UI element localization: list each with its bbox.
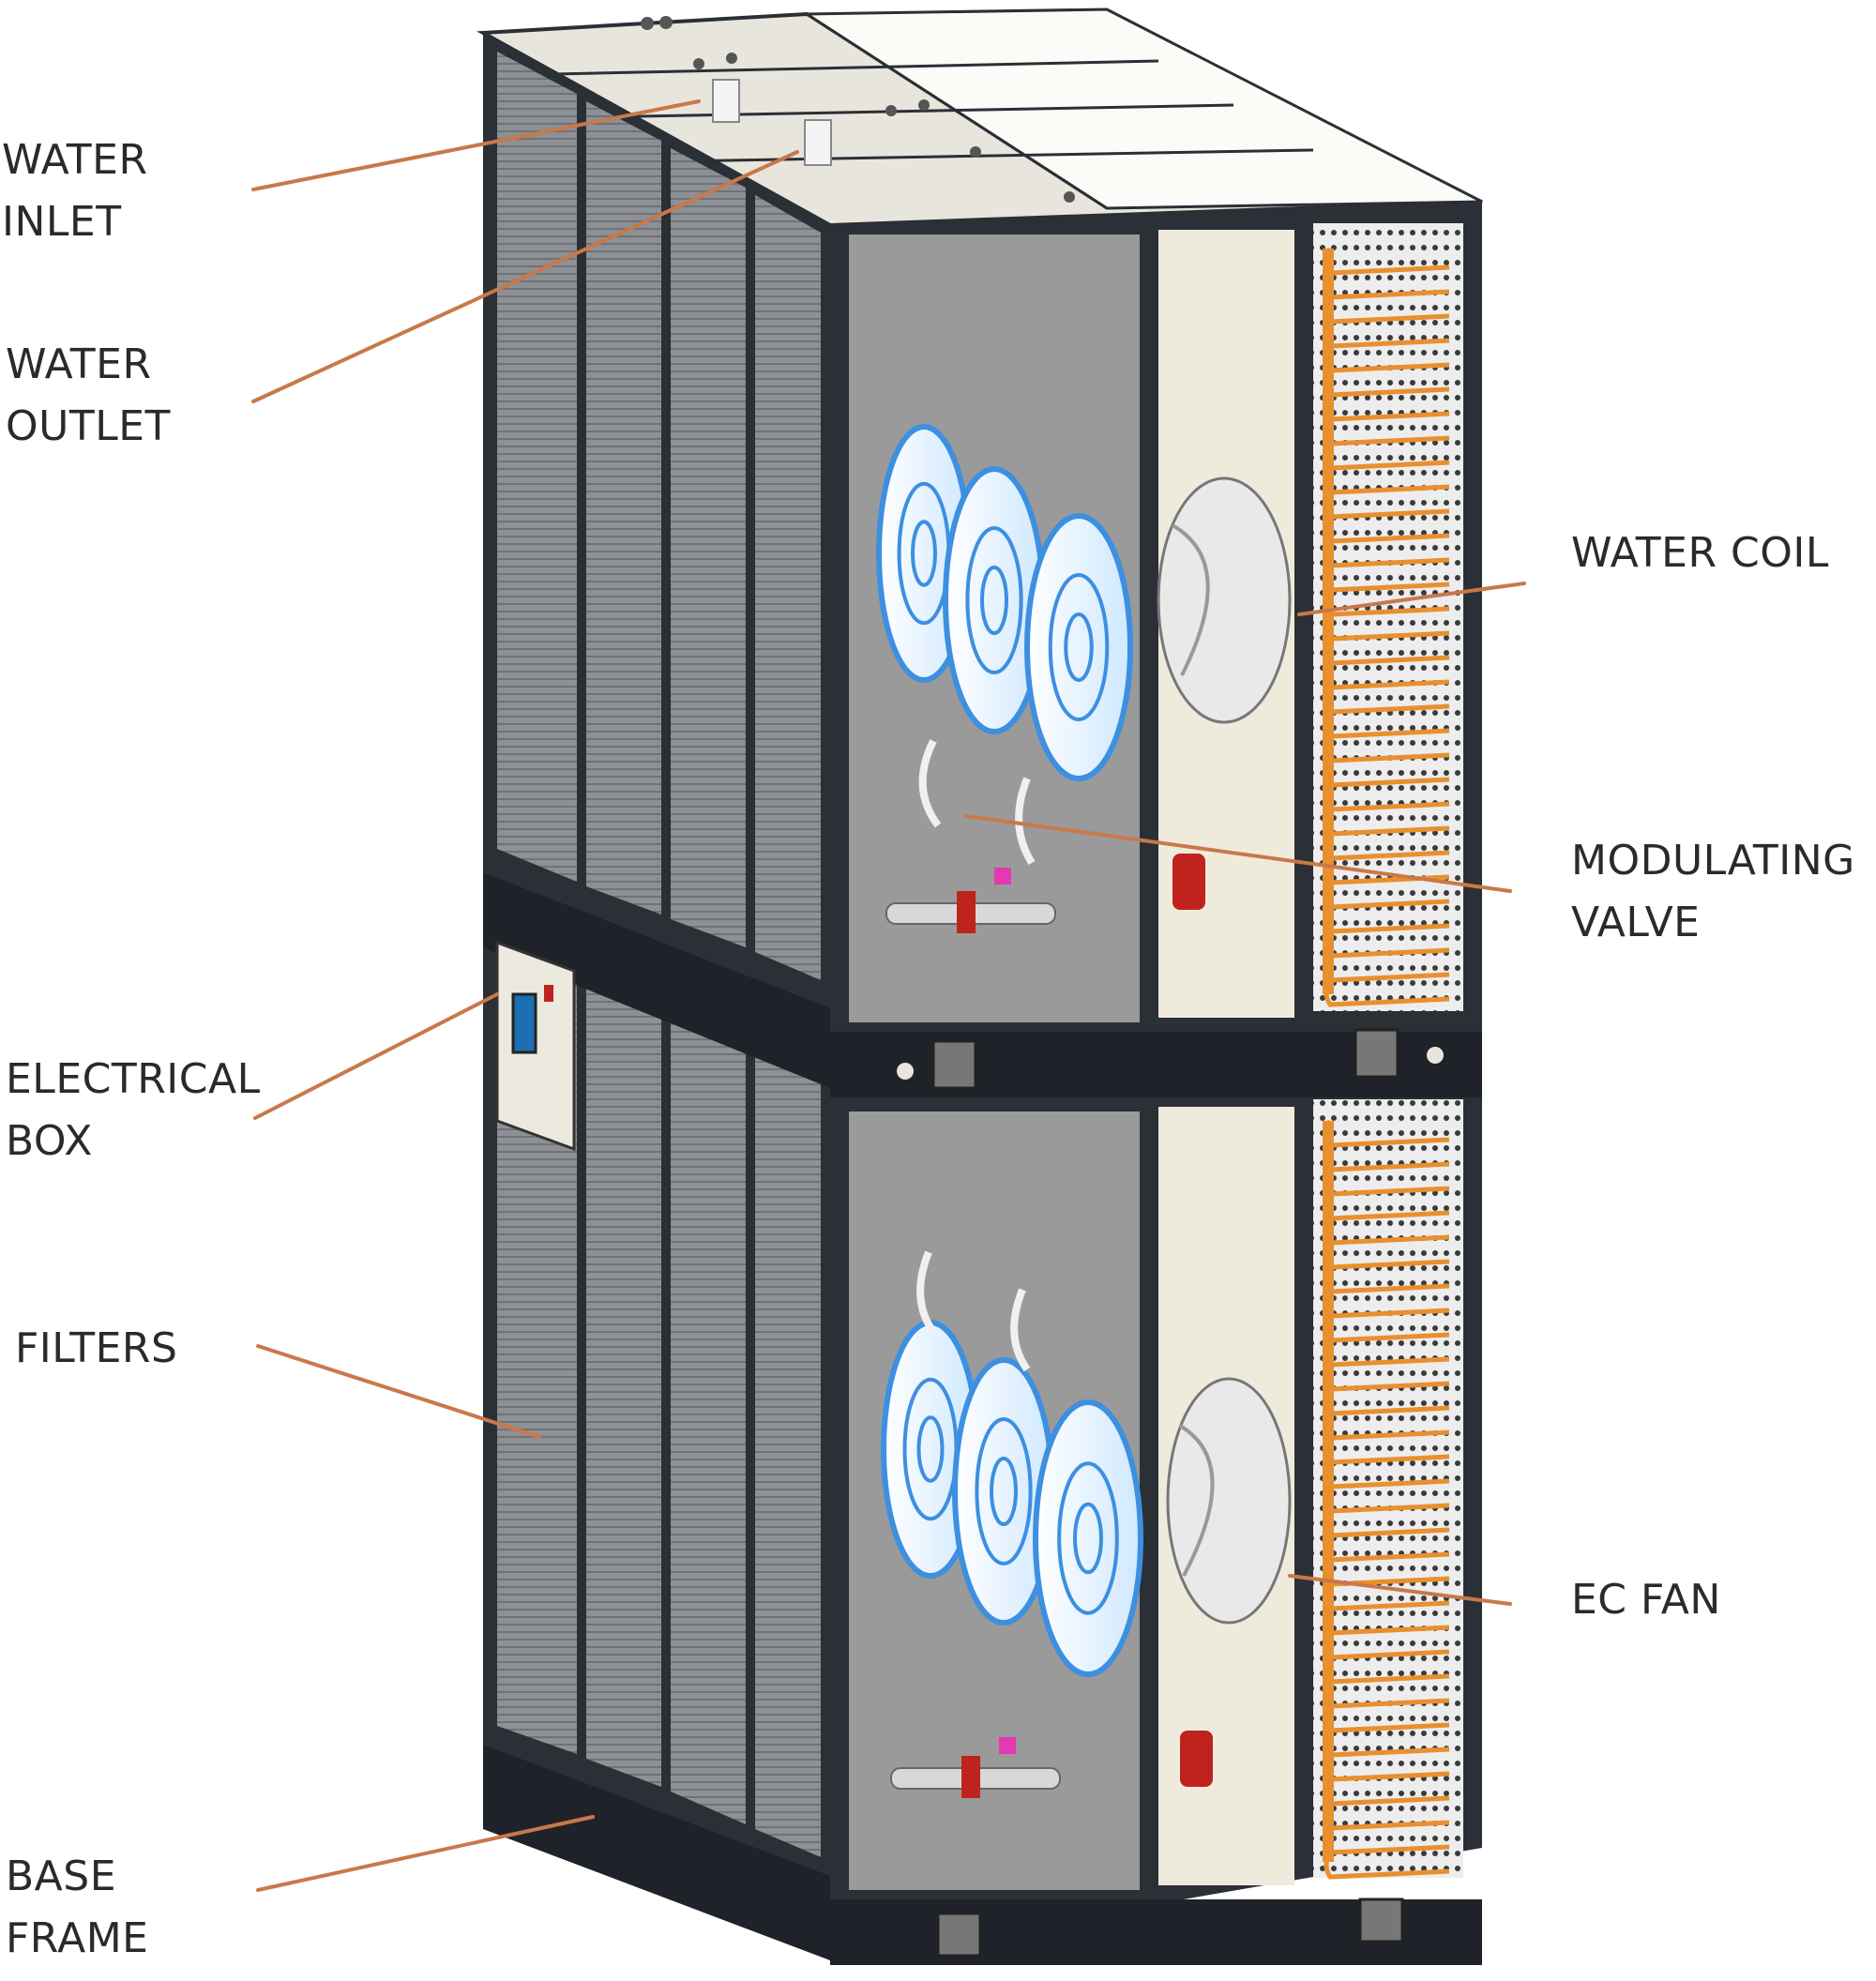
label-water-outlet-line1: WATER — [6, 340, 152, 388]
ec-fan-ring — [980, 566, 1008, 635]
unit-roof — [476, 8, 1483, 228]
water-coil — [1323, 247, 1450, 1880]
leader-filters — [256, 1344, 541, 1439]
ec-fan-ring — [911, 520, 937, 587]
modulating-valves — [885, 739, 1213, 1798]
label-modulating-valve: MODULATING VALVE — [1571, 830, 1855, 954]
ec-fan-guard — [1033, 1399, 1143, 1677]
leader-modulating-valve — [964, 814, 1512, 893]
label-water-coil: WATER COIL — [1571, 522, 1829, 584]
label-water-inlet-line2: INLET — [2, 198, 122, 246]
label-base-frame-line1: BASE — [6, 1852, 117, 1900]
label-electrical-box-line2: BOX — [6, 1117, 93, 1165]
ec-fan-ring — [1073, 1502, 1103, 1575]
ec-fans — [876, 424, 1143, 1677]
ec-fan-ring — [916, 1415, 945, 1483]
water-outlet-pipe-stub — [804, 119, 832, 166]
label-water-coil-line1: WATER COIL — [1571, 529, 1829, 577]
filters-side-face — [483, 33, 830, 1960]
leader-electrical-box — [253, 992, 499, 1120]
coil-header — [1323, 1121, 1334, 1862]
ec-fan-ring — [1057, 1461, 1119, 1615]
ec-fan-ring — [1064, 612, 1094, 682]
electrical-box — [495, 940, 576, 1152]
ec-fan-guard — [1024, 513, 1133, 781]
label-ec-fan: EC FAN — [1571, 1569, 1721, 1631]
label-base-frame: BASE FRAME — [6, 1846, 148, 1970]
label-modulating-valve-line1: MODULATING — [1571, 837, 1855, 885]
label-water-inlet: WATER INLET — [2, 129, 148, 253]
leader-base-frame — [256, 1815, 595, 1892]
leader-water-coil — [1297, 582, 1526, 616]
label-water-outlet-line2: OUTLET — [6, 402, 171, 450]
ec-fan-ring — [990, 1457, 1018, 1526]
label-electrical-box: ELECTRICAL BOX — [6, 1049, 261, 1172]
leader-ec-fan — [1288, 1574, 1512, 1606]
ec-fan-ring — [975, 1417, 1033, 1565]
leader-lines — [251, 99, 1526, 1892]
label-water-inlet-line1: WATER — [2, 136, 148, 184]
ec-fan-ring — [1048, 573, 1110, 721]
label-ec-fan-line1: EC FAN — [1571, 1576, 1721, 1624]
ec-fan-ring — [965, 526, 1023, 674]
label-modulating-valve-line2: VALVE — [1571, 899, 1701, 946]
label-water-outlet: WATER OUTLET — [6, 334, 171, 458]
label-base-frame-line2: FRAME — [6, 1914, 149, 1962]
label-electrical-box-line1: ELECTRICAL — [6, 1055, 261, 1103]
leader-water-outlet — [251, 150, 799, 403]
leader-water-inlet — [251, 99, 701, 191]
label-filters: FILTERS — [15, 1318, 177, 1380]
ec-fan-housing — [1157, 476, 1292, 1625]
coil-header — [1323, 249, 1334, 994]
water-inlet-pipe-stub — [712, 79, 740, 123]
label-filters-line1: FILTERS — [15, 1324, 178, 1372]
